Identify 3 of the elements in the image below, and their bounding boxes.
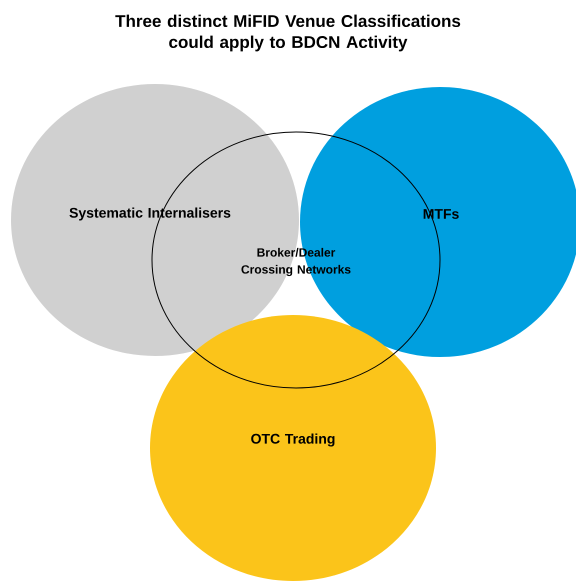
title: Three distinct MiFID Venue Classifications could apply to BDCN Activity — [115, 14, 460, 52]
venue-label: OTC Trading — [251, 433, 334, 447]
venue-ellipse — [150, 315, 436, 581]
